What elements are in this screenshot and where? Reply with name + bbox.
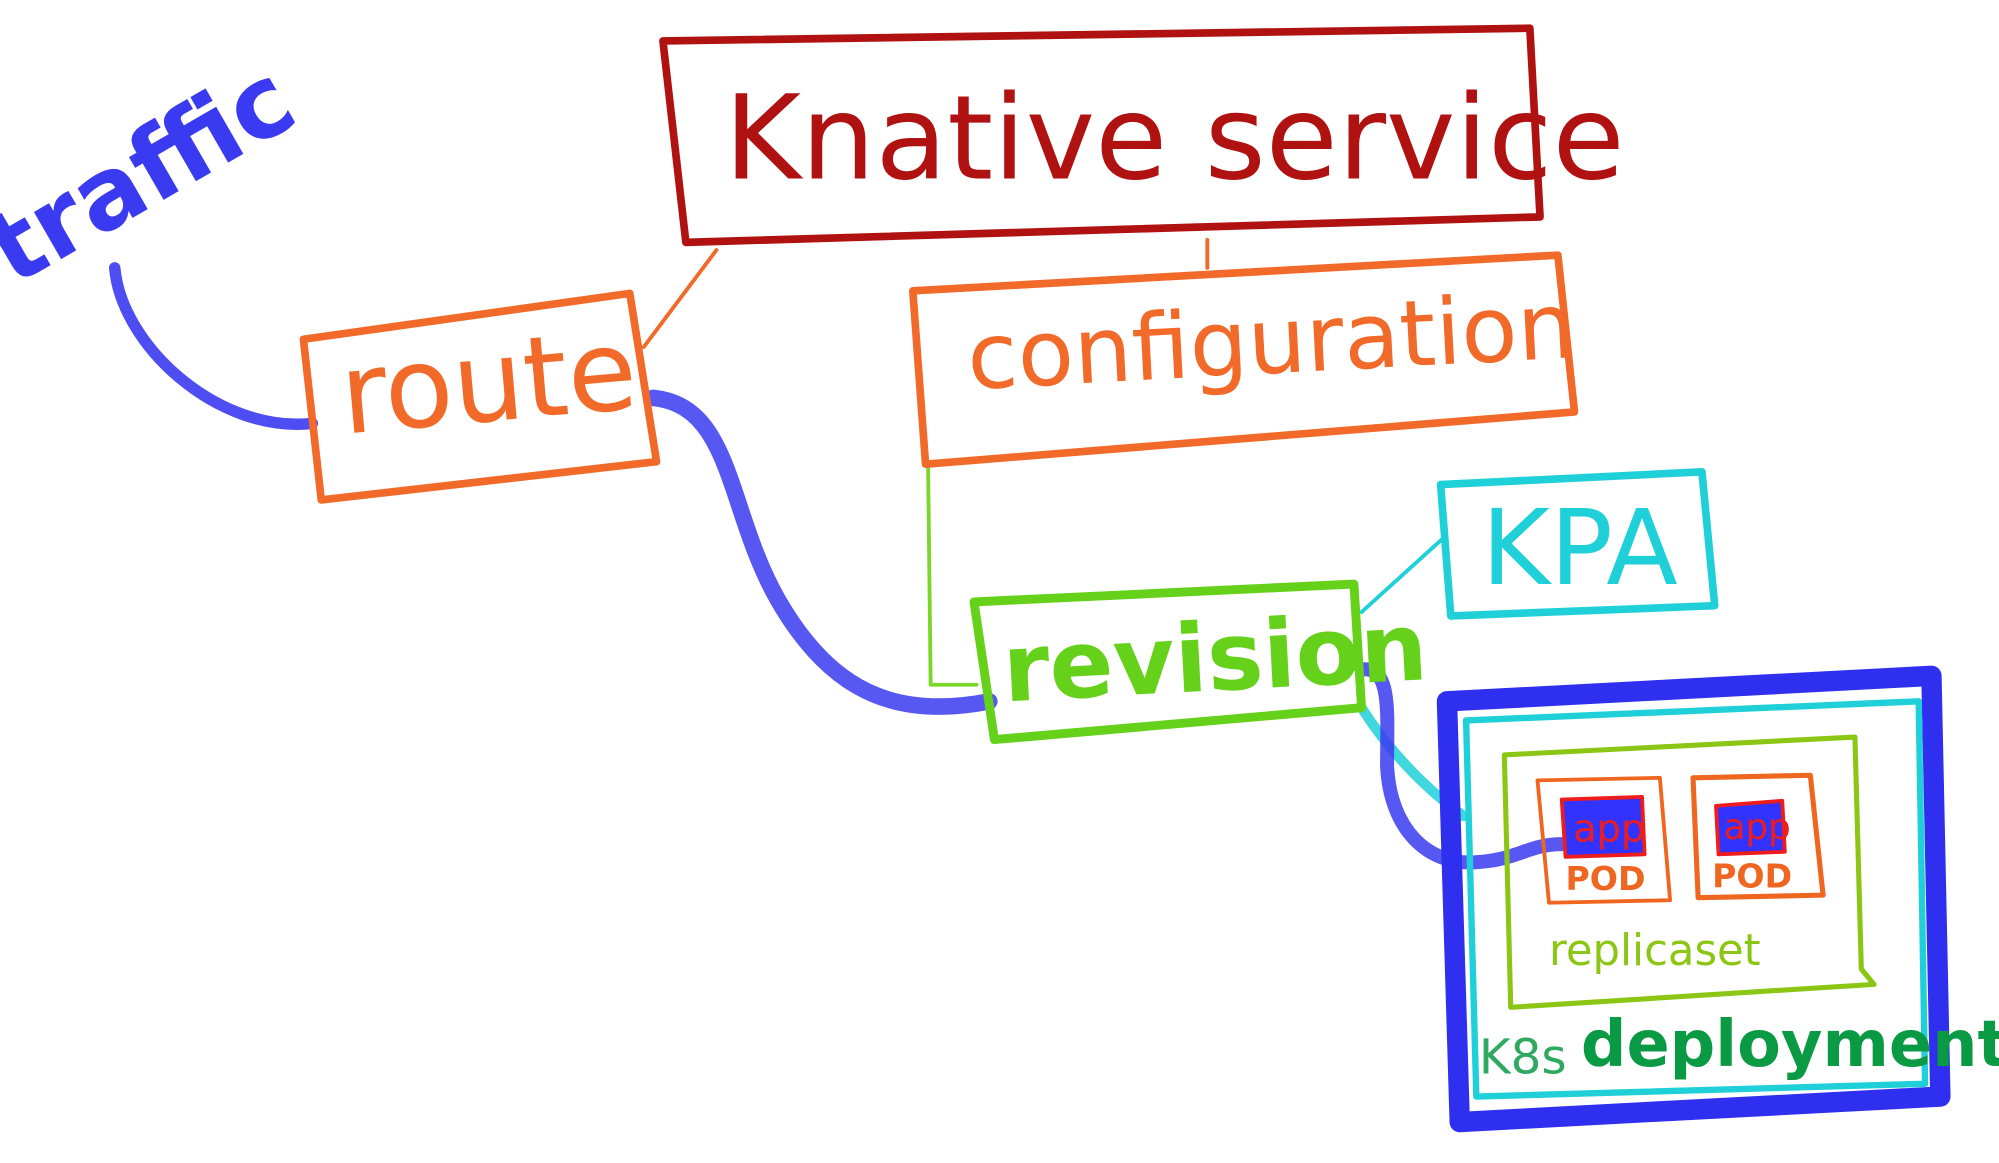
knative-service-box: [659, 24, 1544, 247]
app-label-2: app: [1724, 807, 1791, 848]
replicaset-label: replicaset: [1549, 926, 1761, 976]
pod-box-1: [1535, 775, 1672, 905]
deployment-outer-border: [1436, 665, 1951, 1133]
knative-service-label: Knative service: [724, 70, 1625, 207]
route-revision-flow-line: [644, 389, 998, 715]
configuration-box: [908, 251, 1579, 469]
kpa-label: KPA: [1481, 487, 1677, 609]
pod-box-2: [1690, 772, 1826, 901]
revision-box: [969, 579, 1367, 745]
revision-label: revision: [1000, 592, 1430, 724]
kpa-box: [1436, 468, 1719, 620]
configuration-label: configuration: [964, 272, 1578, 411]
traffic-label: traffic: [0, 41, 314, 307]
traffic-flow-line: [109, 262, 319, 430]
app-label-1: app: [1573, 808, 1645, 852]
deployment-prefix-label: K8s: [1479, 1030, 1567, 1086]
revision-kpa-connector: [1359, 536, 1446, 615]
route-box: [299, 289, 661, 504]
pod-label-1: POD: [1566, 859, 1646, 898]
pod-label-2: POD: [1712, 856, 1792, 895]
route-label: route: [335, 305, 642, 460]
configuration-revision-connector: [926, 464, 979, 687]
revision-pod-flow-line: [1354, 662, 1569, 870]
deployment-label: deployment: [1581, 1008, 1999, 1082]
app-box-1: [1559, 795, 1647, 859]
app-box-2: [1714, 798, 1787, 857]
deployment-inner-border: [1462, 698, 1929, 1100]
service-route-connector: [641, 248, 719, 349]
replicaset-box: [1501, 734, 1877, 1010]
